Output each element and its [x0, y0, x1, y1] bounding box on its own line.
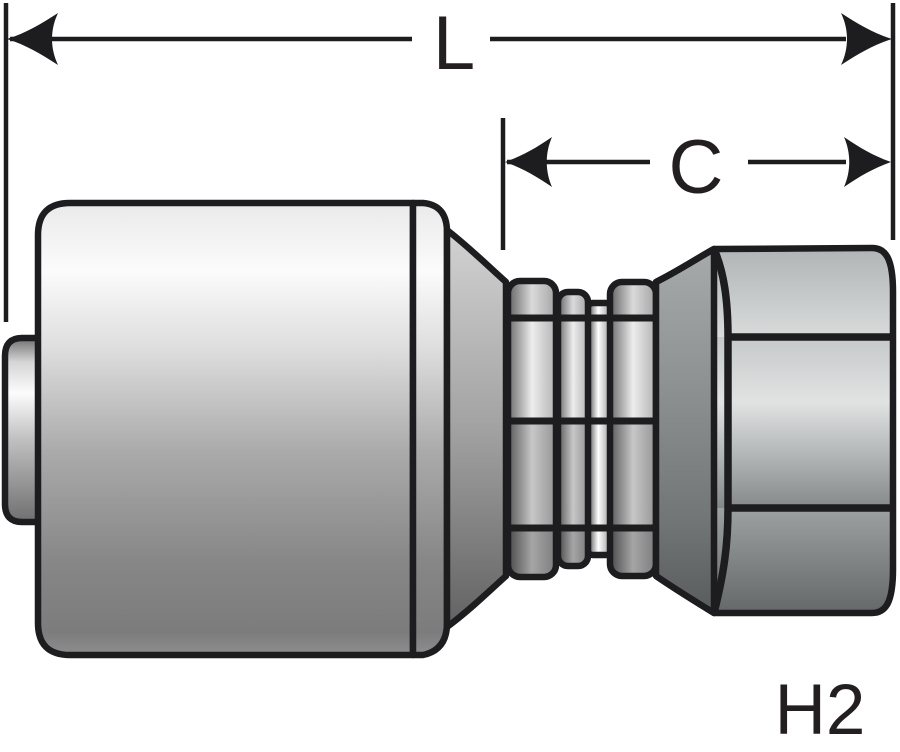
dimension-overall-length: [3, 3, 896, 322]
collar-ring-1: [504, 277, 560, 581]
collar-facet-lines: [506, 314, 658, 532]
fitting-body: [1, 199, 616, 659]
collar-ring-2: [554, 288, 592, 570]
nut-outline: [654, 244, 897, 617]
dimension-L-label: L: [433, 1, 475, 86]
arrowhead-left-icon: [505, 137, 552, 187]
arrowhead-right-icon: [844, 137, 891, 187]
taper-cone: [443, 226, 510, 631]
part-code-label: H2: [775, 671, 866, 750]
shell-end-cap: [409, 199, 451, 659]
arrowhead-left-icon: [7, 13, 58, 65]
arrowhead-right-icon: [841, 13, 892, 65]
swivel-nut: [652, 244, 897, 617]
crimp-shell: [34, 199, 417, 659]
nut-back-cone: [652, 245, 718, 617]
dimension-cutoff-length: [500, 118, 891, 250]
dimension-C-label: C: [669, 125, 724, 210]
collar-ring-3: [606, 278, 660, 580]
nut-hex-lines: [726, 333, 890, 512]
